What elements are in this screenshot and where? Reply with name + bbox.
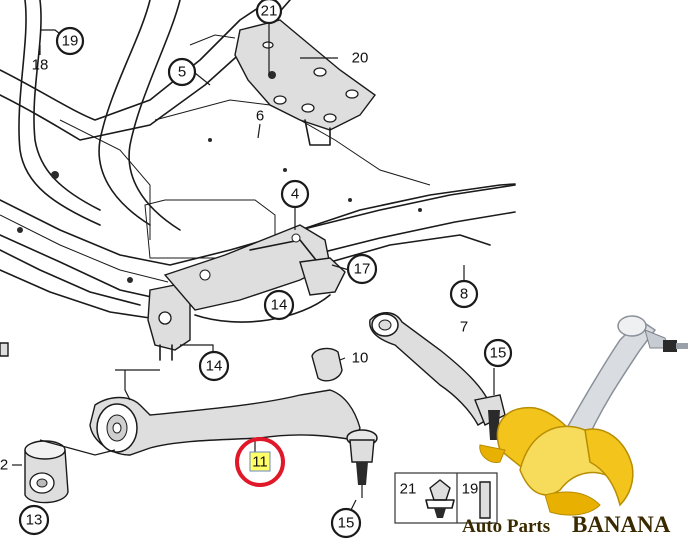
callout-10: 10 (352, 350, 369, 367)
wishbone-11 (89, 389, 378, 498)
callout-19-top: 19 (55, 26, 85, 56)
callout-21-top-label: 21 (261, 3, 278, 20)
callout-6-label: 6 (256, 108, 264, 125)
highlight-box (249, 451, 271, 472)
watermark-text-brand: BANANA (572, 512, 671, 537)
callout-19-top-label: 19 (62, 33, 79, 50)
front-axle-carrier (0, 0, 516, 361)
callout-15-bottom-label: 15 (338, 515, 355, 532)
callout-21-box: 21 (400, 481, 417, 498)
callout-5: 5 (167, 57, 197, 87)
callout-7: 7 (460, 319, 468, 336)
callout-14-mid-label: 14 (271, 297, 288, 314)
tension-strut (369, 312, 506, 440)
callout-18-label: 18 (32, 57, 49, 74)
callout-5-label: 5 (178, 64, 186, 81)
highlight-ring (235, 437, 285, 487)
callout-10-label: 10 (352, 350, 369, 367)
callout-21-top: 21 (255, 0, 283, 25)
banana-logo (479, 406, 634, 516)
callout-15-bottom: 15 (330, 507, 362, 539)
callout-15-right: 15 (483, 338, 513, 368)
callout-8-label: 8 (460, 286, 468, 303)
callout-20-label: 20 (352, 50, 369, 67)
rubber-mount-10 (311, 347, 343, 382)
callout-17-label: 17 (354, 261, 371, 278)
callout-15-right-label: 15 (490, 345, 507, 362)
watermark-text-prefix: Auto Parts (462, 516, 550, 537)
callout-7-label: 7 (460, 319, 468, 336)
callout-12: 2 (0, 457, 8, 474)
callout-19-box: 19 (462, 481, 479, 498)
callout-14-low: 14 (198, 350, 230, 382)
callout-6: 6 (256, 108, 264, 125)
callout-14-mid: 14 (263, 289, 295, 321)
fastener-inset-box (394, 472, 498, 524)
callout-20: 20 (352, 50, 369, 67)
callout-19-box-label: 19 (462, 481, 479, 498)
callout-17: 17 (346, 253, 378, 285)
callout-18: 18 (32, 57, 49, 74)
callout-8: 8 (449, 279, 479, 309)
callout-4-label: 4 (291, 186, 299, 203)
control-arm-product-photo (558, 315, 688, 446)
callout-4: 4 (280, 179, 310, 209)
callout-13: 13 (18, 504, 50, 536)
callout-13-label: 13 (26, 512, 43, 529)
reinforcement-plate (189, 19, 376, 146)
callout-11-label: 11 (252, 454, 268, 471)
callout-21-box-label: 21 (400, 481, 417, 498)
callout-12-label: 2 (0, 457, 8, 474)
cut-off-part (0, 342, 9, 357)
bushing-12 (24, 440, 69, 504)
callout-14-low-label: 14 (206, 358, 223, 375)
callout-11-highlighted: 11 (235, 437, 285, 487)
